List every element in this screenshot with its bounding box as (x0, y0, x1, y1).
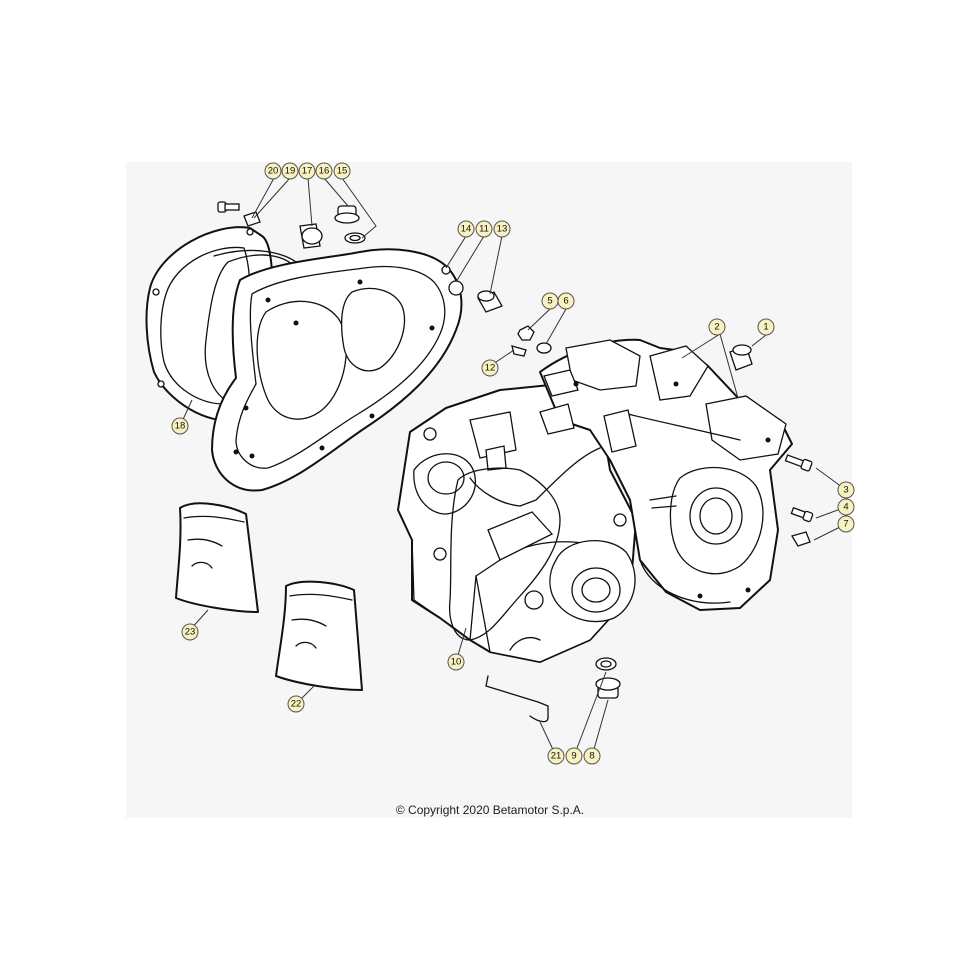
callout-18: 18 (171, 417, 189, 435)
crankcase-right (539, 338, 793, 611)
callout-14: 14 (457, 220, 475, 238)
oil-plugs (299, 205, 366, 249)
callout-1: 1 (757, 318, 775, 336)
callout-22: 22 (287, 695, 305, 713)
svg-text:19: 19 (285, 166, 296, 177)
bent-rod (485, 675, 549, 723)
callout-6: 6 (557, 292, 575, 310)
callout-23: 23 (181, 623, 199, 641)
callout-10: 10 (447, 653, 465, 671)
callout-4: 4 (837, 498, 855, 516)
svg-text:12: 12 (485, 363, 496, 374)
clutch-cover (211, 248, 464, 492)
svg-text:14: 14 (461, 224, 472, 235)
svg-text:7: 7 (843, 519, 848, 530)
sealant-bag-22 (275, 580, 363, 691)
callout-21: 21 (547, 747, 565, 765)
crankcase-left (397, 383, 637, 663)
svg-text:16: 16 (319, 166, 330, 177)
svg-text:6: 6 (563, 296, 568, 307)
callout-5: 5 (541, 292, 559, 310)
callout-12: 12 (481, 359, 499, 377)
svg-text:23: 23 (185, 627, 196, 638)
svg-text:17: 17 (302, 166, 313, 177)
svg-text:10: 10 (451, 657, 462, 668)
center-gasket (448, 467, 561, 641)
svg-text:13: 13 (497, 224, 508, 235)
callout-11: 11 (475, 220, 493, 238)
bushing (477, 290, 503, 313)
sealant-bag-23 (175, 502, 259, 613)
svg-text:3: 3 (843, 485, 848, 496)
svg-text:11: 11 (479, 224, 489, 235)
callout-17: 17 (298, 162, 316, 180)
svg-text:8: 8 (589, 751, 594, 762)
callout-3: 3 (837, 481, 855, 499)
svg-text:15: 15 (337, 166, 348, 177)
svg-text:9: 9 (571, 751, 576, 762)
nut-washer-clip (511, 325, 552, 357)
svg-text:22: 22 (291, 699, 302, 710)
svg-text:2: 2 (714, 322, 719, 333)
svg-text:4: 4 (843, 502, 848, 513)
svg-text:5: 5 (547, 296, 552, 307)
callout-7: 7 (837, 515, 855, 533)
callout-13: 13 (493, 220, 511, 238)
callout-8: 8 (583, 747, 601, 765)
crankcase-screws (784, 454, 814, 547)
svg-text:20: 20 (268, 166, 279, 177)
drain-plug (595, 657, 621, 699)
callout-19: 19 (281, 162, 299, 180)
callout-20: 20 (264, 162, 282, 180)
callout-2: 2 (708, 318, 726, 336)
dowel-bushing (729, 344, 753, 371)
callout-9: 9 (565, 747, 583, 765)
svg-text:21: 21 (551, 751, 562, 762)
svg-text:1: 1 (763, 322, 768, 333)
copyright-text: © Copyright 2020 Betamotor S.p.A. (395, 803, 585, 817)
callout-15: 15 (333, 162, 351, 180)
svg-text:18: 18 (175, 421, 186, 432)
callout-16: 16 (315, 162, 333, 180)
